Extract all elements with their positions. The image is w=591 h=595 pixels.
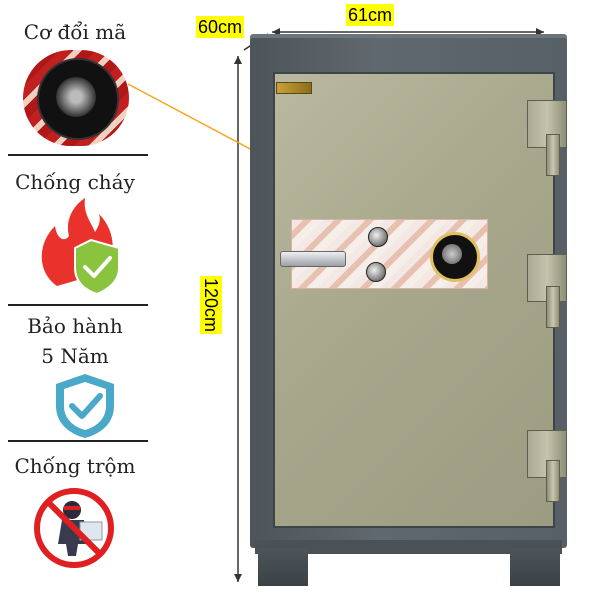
depth-label: 60cm xyxy=(196,16,245,38)
dial-center xyxy=(442,244,462,264)
hinge-pin-bottom xyxy=(546,460,560,502)
brand-badge xyxy=(276,82,312,94)
feature-label-warranty-line1: Bảo hành xyxy=(27,314,123,338)
combination-dial xyxy=(430,232,480,282)
anti-theft-icon xyxy=(34,488,114,568)
feature-label-combination: Cơ đổi mã xyxy=(23,20,127,44)
divider xyxy=(8,440,148,442)
door-handle xyxy=(280,251,346,267)
hinge-pin-top xyxy=(546,134,560,176)
warranty-shield-icon xyxy=(56,374,114,438)
feature-label-fireproof: Chống cháy xyxy=(15,170,135,194)
combination-dial-icon xyxy=(23,50,129,146)
fireproof-shield-icon xyxy=(41,198,120,296)
height-label: 120cm xyxy=(200,276,222,335)
feature-label-warranty-line2: 5 Năm xyxy=(41,344,109,368)
key-lock-lower xyxy=(366,262,386,282)
safe-foot-left xyxy=(258,548,308,586)
safe-foot-right xyxy=(510,548,560,586)
feature-label-anti-theft: Chống trộm xyxy=(14,454,136,478)
hinge-pin-middle xyxy=(546,286,560,328)
divider xyxy=(8,304,148,306)
safe-base xyxy=(255,540,562,554)
key-lock-upper xyxy=(368,227,388,247)
safe-door xyxy=(273,72,555,528)
divider xyxy=(8,154,148,156)
width-label: 61cm xyxy=(346,4,395,26)
